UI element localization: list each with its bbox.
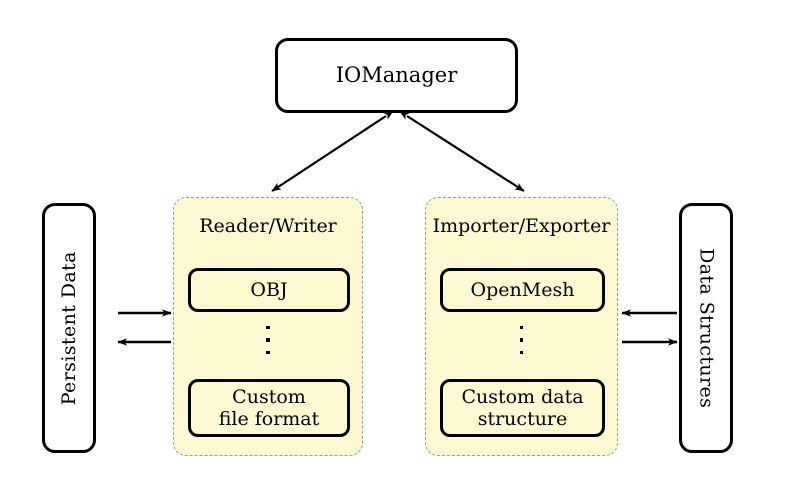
ellipsis-dot xyxy=(266,338,270,342)
connector-iomanager-reader-writer xyxy=(271,111,394,192)
node-data-structures-label: Data Structures xyxy=(695,247,718,409)
group-importer-exporter-title: Importer/Exporter xyxy=(432,215,611,237)
ellipsis-dot xyxy=(519,326,524,330)
item-custom-file-format-line1: Custom xyxy=(232,385,306,408)
item-custom-file-format-label: Custom file format xyxy=(219,386,320,431)
item-custom-file-format[interactable]: Custom file format xyxy=(188,379,350,437)
item-custom-data-structure-line1: Custom data xyxy=(461,385,584,408)
group-reader-writer[interactable]: Reader/Writer OBJ Custom file format xyxy=(173,197,363,456)
ellipsis-dot xyxy=(519,350,524,355)
ellipsis-dot xyxy=(266,350,270,355)
ellipsis-reader-writer xyxy=(174,326,362,355)
node-persistent-data-label: Persistent Data xyxy=(57,250,80,406)
node-iomanager[interactable]: IOManager xyxy=(275,38,518,113)
group-importer-exporter[interactable]: Importer/Exporter OpenMesh Custom data s… xyxy=(425,197,618,456)
item-openmesh[interactable]: OpenMesh xyxy=(440,268,605,312)
ellipsis-importer-exporter xyxy=(426,326,617,355)
group-reader-writer-title: Reader/Writer xyxy=(199,215,337,237)
item-custom-data-structure[interactable]: Custom data structure xyxy=(440,379,605,437)
node-iomanager-label: IOManager xyxy=(335,63,458,88)
item-custom-data-structure-line2: structure xyxy=(477,408,568,430)
ellipsis-dot xyxy=(266,326,270,330)
node-data-structures[interactable]: Data Structures xyxy=(679,203,733,453)
item-openmesh-label: OpenMesh xyxy=(470,278,575,301)
item-obj-label: OBJ xyxy=(250,278,288,301)
item-custom-data-structure-label: Custom data structure xyxy=(461,386,583,431)
item-obj[interactable]: OBJ xyxy=(188,268,350,312)
node-persistent-data[interactable]: Persistent Data xyxy=(42,203,96,453)
ellipsis-dot xyxy=(519,338,524,342)
item-custom-file-format-line2: file format xyxy=(218,408,320,430)
connector-iomanager-importer-exporter xyxy=(399,111,525,192)
